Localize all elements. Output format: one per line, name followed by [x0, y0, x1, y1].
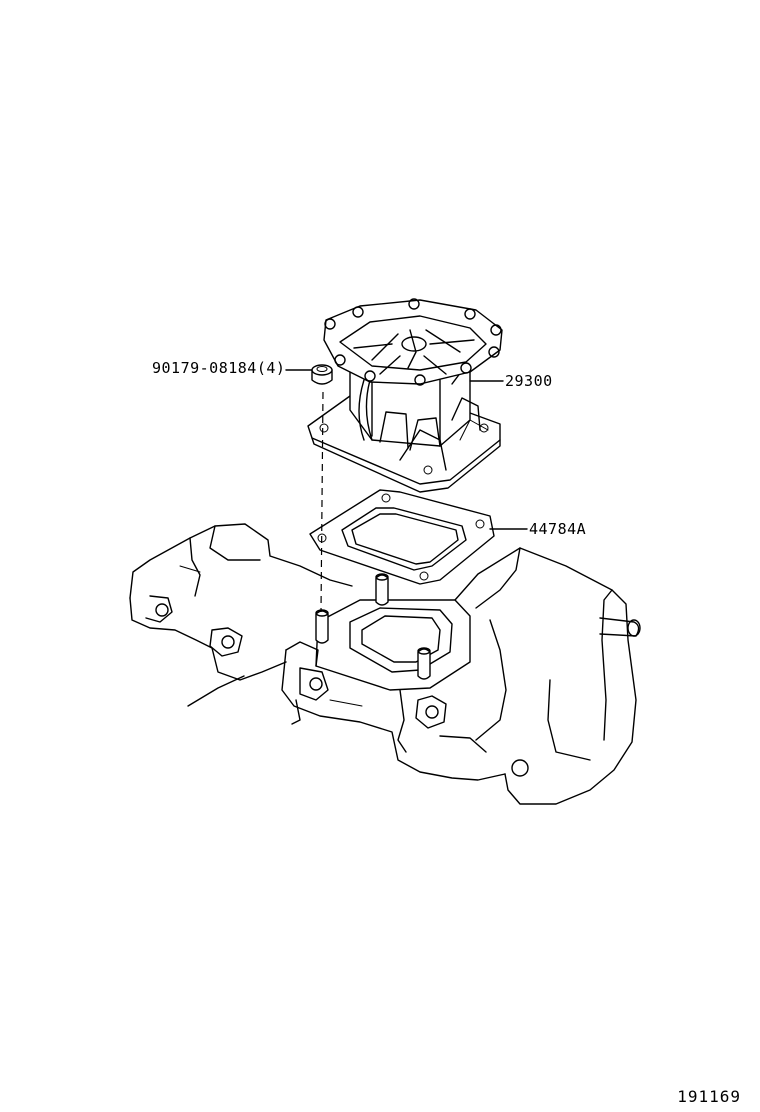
vacuum-pump-drawing [307, 298, 503, 493]
callout-gasket-part-number: 44784A [529, 520, 587, 538]
callout-bolt-part-number: 90179-08184(4) [152, 359, 286, 377]
intake-manifold-drawing [129, 523, 641, 805]
bolt-drawing [311, 364, 333, 385]
alignment-line [320, 391, 324, 613]
drawing-number: 191169 [677, 1087, 741, 1106]
callout-vacuum-pump-part-number: 29300 [505, 372, 553, 390]
gasket-drawing [309, 489, 495, 585]
